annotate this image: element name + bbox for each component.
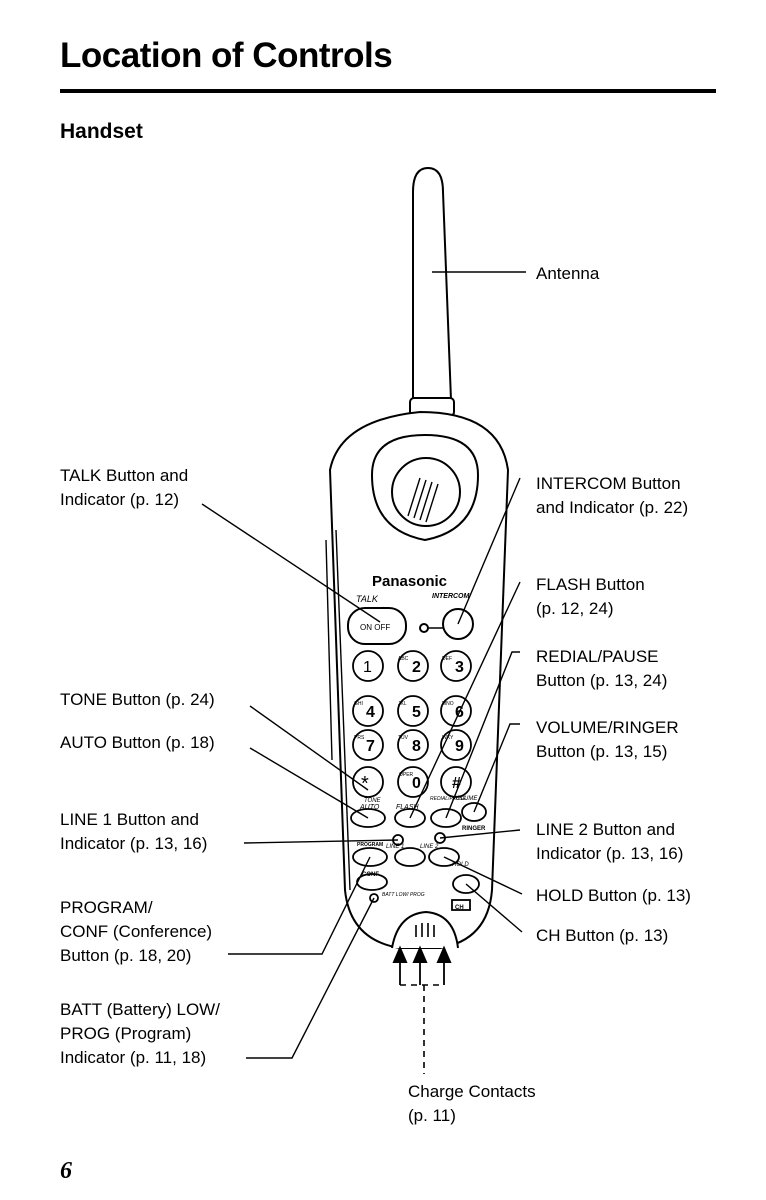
leader-redial	[445, 651, 520, 819]
program-face-label: PROGRAM	[357, 842, 383, 848]
page-number: 6	[60, 1158, 72, 1184]
key-1-digit: 1	[363, 659, 372, 676]
leader-intercom	[457, 477, 521, 625]
talk-face-label: TALK	[356, 594, 379, 604]
key-5-letters: JKL	[398, 701, 407, 707]
key-4-letters: GHI	[354, 701, 363, 707]
hold-button-shape	[452, 874, 480, 894]
label-tone-button: TONE Button (p. 24)	[60, 690, 215, 709]
line1-button-shape	[394, 847, 426, 867]
ch-button-shape	[451, 899, 471, 911]
key-6	[440, 695, 472, 727]
label-hold-button: HOLD Button (p. 13)	[536, 886, 691, 905]
label-program-conf-button: PROGRAM/CONF (Conference)Button (p. 18, …	[60, 898, 213, 965]
ringer-face-label: RINGER	[462, 826, 486, 832]
flash-face-label: FLASH	[396, 804, 420, 811]
key-4-digit: 4	[366, 704, 375, 721]
intercom-button-shape	[442, 608, 474, 640]
key-7-letters: PRS	[354, 735, 365, 741]
key-0-letters: OPER	[399, 772, 414, 778]
key-7	[352, 729, 384, 761]
key-hash-digit: #	[452, 775, 461, 792]
key-8	[397, 729, 429, 761]
intercom-face-label: INTERCOM	[432, 593, 470, 600]
brand-logo: Panasonic	[372, 573, 447, 590]
leader-ch	[465, 883, 523, 933]
key-star-digit: *	[361, 773, 369, 795]
microphone-housing	[391, 910, 459, 949]
page-title: Location of Controls	[60, 36, 393, 75]
key-3-digit: 3	[455, 659, 464, 676]
leader-batt	[246, 897, 375, 1059]
tone-auto-button-shape	[350, 808, 386, 828]
redial-face-label: REDIAL/PAUSE	[430, 796, 467, 802]
batt-face-label: BATT LOW/ PROG	[382, 892, 425, 898]
key-8-letters: TUV	[398, 735, 409, 741]
key-2-digit: 2	[412, 659, 421, 676]
leader-auto	[249, 747, 369, 819]
earpiece-speaker	[391, 457, 461, 527]
redial-button-shape	[430, 808, 462, 828]
key-3	[440, 650, 472, 682]
volume-button-shape	[461, 802, 487, 822]
flash-button-shape	[394, 808, 426, 828]
title-rule	[60, 89, 716, 93]
key-8-digit: 8	[412, 738, 421, 755]
conf-face-label: CONF	[362, 872, 379, 878]
batt-indicator	[369, 893, 379, 903]
leader-line1	[243, 839, 399, 844]
auto-face-label: AUTO	[359, 804, 380, 811]
label-flash-button: FLASH Button(p. 12, 24)	[536, 575, 645, 618]
antenna-shape	[412, 166, 453, 401]
leader-tone	[249, 705, 369, 791]
key-4	[352, 695, 384, 727]
volume-face-label: VOLUME	[452, 796, 478, 802]
ch-face-label: CH	[455, 905, 464, 911]
label-charge-contacts: Charge Contacts(p. 11)	[408, 1082, 536, 1125]
key-0-digit: 0	[412, 775, 421, 792]
leader-talk	[201, 503, 381, 623]
key-6-letters: MNO	[442, 701, 454, 707]
key-3-letters: DEF	[442, 656, 452, 662]
key-9-digit: 9	[455, 738, 464, 755]
line2-face-label: LINE 2	[420, 844, 439, 850]
leader-line2	[439, 829, 521, 839]
key-2-letters: ABC	[398, 656, 409, 662]
program-button-shape	[352, 847, 388, 867]
key-2	[397, 650, 429, 682]
keypad	[352, 650, 472, 798]
line2-button-shape	[428, 847, 460, 867]
label-ch-button: CH Button (p. 13)	[536, 926, 669, 945]
leader-program	[228, 856, 371, 955]
label-auto-button: AUTO Button (p. 18)	[60, 733, 215, 752]
leader-hold	[443, 856, 523, 895]
line1-face-label: LINE 1	[386, 844, 404, 850]
leader-flash	[409, 581, 521, 819]
label-batt-low-indicator: BATT (Battery) LOW/PROG (Program)Indicat…	[60, 1000, 220, 1067]
key-star	[352, 766, 384, 798]
key-9	[440, 729, 472, 761]
section-heading: Handset	[60, 120, 143, 143]
leader-volume	[473, 723, 520, 813]
key-5-digit: 5	[412, 704, 421, 721]
key-1	[352, 650, 384, 682]
key-hash	[440, 766, 472, 798]
tone-face-label: TONE	[364, 798, 382, 804]
key-7-digit: 7	[366, 738, 375, 755]
key-0	[397, 766, 429, 798]
talk-button-shape	[347, 607, 407, 645]
key-5	[397, 695, 429, 727]
talk-button-text: ON OFF	[360, 623, 390, 632]
label-antenna: Antenna	[536, 264, 600, 283]
